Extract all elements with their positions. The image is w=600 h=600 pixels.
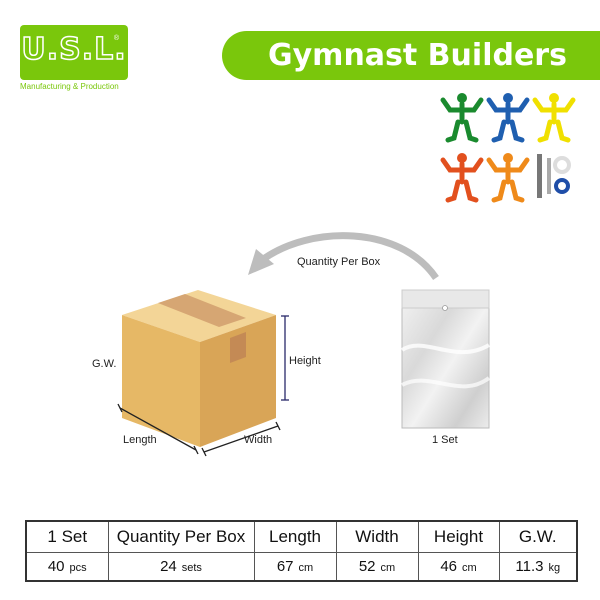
gymnast-figure-icon <box>440 93 484 143</box>
gymnast-figure-icon <box>532 93 576 143</box>
header-height: Height <box>417 520 500 553</box>
bag-label: 1 Set <box>432 434 458 446</box>
box-icon <box>122 290 276 447</box>
connector-part-icon <box>554 178 570 194</box>
header-1-set: 1 Set <box>25 520 109 553</box>
arrow-head-icon <box>248 249 274 275</box>
gymnast-figure-icon <box>440 153 484 203</box>
height-dimension-line <box>281 315 289 401</box>
quantity-per-box-label: Quantity Per Box <box>297 256 381 268</box>
width-label: Width <box>244 434 273 446</box>
height-label: Height <box>289 355 321 367</box>
page-title: Gymnast Builders <box>268 38 567 73</box>
company-logo: U.S.L. ® <box>20 25 128 80</box>
width-dimension-line <box>201 421 281 457</box>
logo-subtitle: Manufacturing & Production <box>20 82 119 91</box>
connector-part-icon <box>553 156 571 174</box>
gw-label: G.W. <box>92 358 117 370</box>
curved-arrow-icon <box>259 232 439 281</box>
header-length: Length <box>253 520 337 553</box>
header-gw: G.W. <box>498 520 578 553</box>
logo-text: U.S.L. <box>21 31 127 68</box>
plastic-bag-icon <box>400 289 491 429</box>
connector-part-icon <box>547 158 551 194</box>
table-header-row: 1 Set Quantity Per Box Length Width Heig… <box>25 520 578 553</box>
gymnast-figures-icon <box>440 93 576 203</box>
packaging-diagram <box>117 232 491 457</box>
spec-table: 1 Set Quantity Per Box Length Width Heig… <box>25 520 578 582</box>
gymnast-figure-icon <box>486 153 530 203</box>
length-dimension-line <box>117 403 199 455</box>
title-banner: Gymnast Builders <box>222 31 600 80</box>
header-width: Width <box>335 520 419 553</box>
length-label: Length <box>123 434 157 446</box>
registered-mark: ® <box>113 35 119 42</box>
connector-part-icon <box>537 154 542 198</box>
header-quantity-per-box: Quantity Per Box <box>107 520 255 553</box>
gymnast-figure-icon <box>486 93 530 143</box>
